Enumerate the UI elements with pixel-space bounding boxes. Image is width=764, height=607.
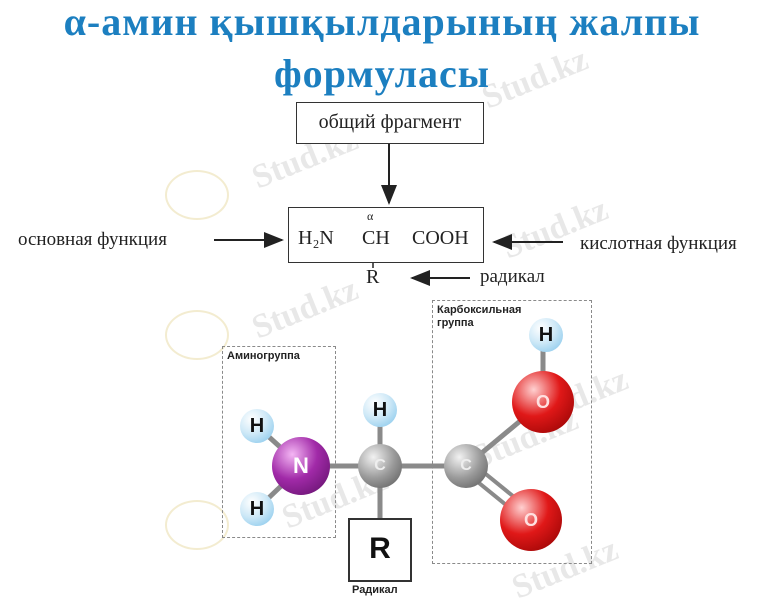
formula-box	[288, 207, 484, 263]
amino-group-frame	[222, 346, 336, 538]
oxygen-atom-hydroxyl: O	[512, 371, 574, 433]
radical-box-letter: R	[369, 532, 391, 565]
formula-cooh: COOH	[412, 227, 469, 249]
page-title-line-1: α-амин қышқылдарының жалпы	[63, 0, 701, 44]
oxygen-atom-double: O	[500, 489, 562, 551]
nitrogen-atom: N	[272, 437, 330, 495]
carboxyl-group-label-1: Карбоксильная	[437, 304, 522, 316]
alpha-label: α	[367, 209, 374, 223]
hydrogen-atom-carboxyl: H	[529, 318, 563, 352]
hydrogen-atom-amino-top: H	[240, 409, 274, 443]
acid-function-label: кислотная функция	[580, 233, 737, 254]
common-fragment-label: общий фрагмент	[318, 111, 462, 133]
formula-r: R	[366, 266, 380, 288]
common-fragment-box: общий фрагмент	[296, 102, 484, 144]
carboxyl-group-label-2: группа	[437, 317, 474, 329]
radical-box: R	[348, 518, 412, 582]
carboxyl-carbon-atom: C	[444, 444, 488, 488]
radical-formula-label: радикал	[480, 266, 545, 287]
carboxyl-group-frame	[432, 300, 592, 564]
hydrogen-atom-top: H	[363, 393, 397, 427]
page-title-line-2: формуласы	[274, 51, 490, 96]
hydrogen-atom-amino-bottom: H	[240, 492, 274, 526]
amino-group-label: Аминогруппа	[227, 350, 300, 362]
formula-h2n: H₂N	[298, 227, 334, 249]
radical-model-label: Радикал	[352, 584, 398, 596]
formula-ch: CH	[362, 227, 390, 249]
alpha-carbon-atom: C	[358, 444, 402, 488]
basic-function-label: основная функция	[18, 229, 167, 250]
